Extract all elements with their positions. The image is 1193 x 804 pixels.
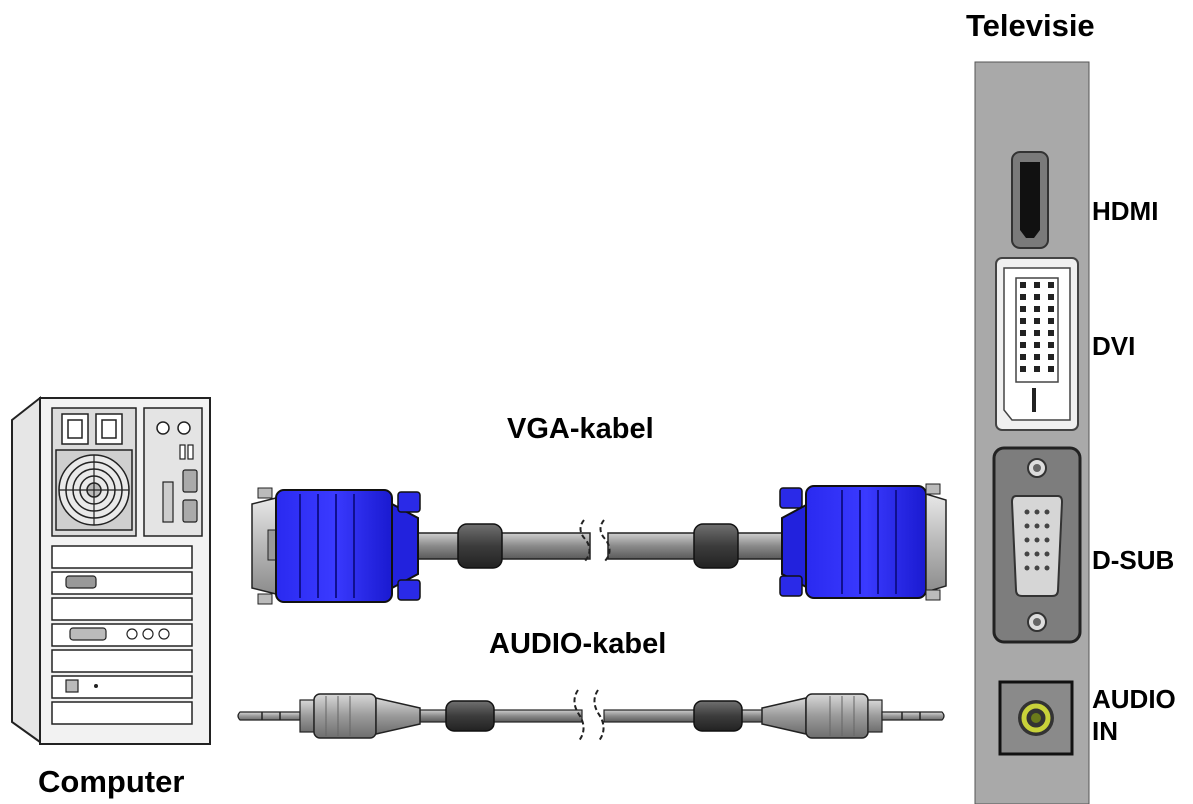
audio-in-label-line1: AUDIO (1092, 684, 1176, 714)
dsub-label: D-SUB (1092, 545, 1175, 575)
vga-cable-label: VGA-kabel (507, 413, 654, 445)
vga-connector-left (251, 487, 421, 605)
dsub-port (992, 446, 1082, 644)
vga-connector-right (779, 483, 947, 601)
dvi-label: DVI (1092, 331, 1136, 361)
audio-cable-label: AUDIO-kabel (489, 628, 667, 660)
dvi-pins (1020, 282, 1054, 372)
tv-label: Televisie (966, 8, 1095, 43)
tv-back-panel (974, 61, 1090, 804)
hdmi-port (1011, 151, 1049, 249)
audio-cable (237, 689, 945, 743)
audio-plug-right (761, 693, 945, 739)
audio-plug-left (237, 693, 421, 739)
vga-cable (251, 483, 947, 605)
dsub-pins (1024, 509, 1050, 571)
audio-in-label-line2: IN (1092, 716, 1118, 746)
computer-tower (11, 395, 211, 745)
hdmi-label: HDMI (1092, 196, 1159, 226)
audio-in-port (998, 680, 1074, 756)
dvi-port (995, 257, 1079, 431)
computer-label: Computer (38, 764, 185, 799)
audio-in-label: AUDIO IN (1092, 683, 1176, 747)
